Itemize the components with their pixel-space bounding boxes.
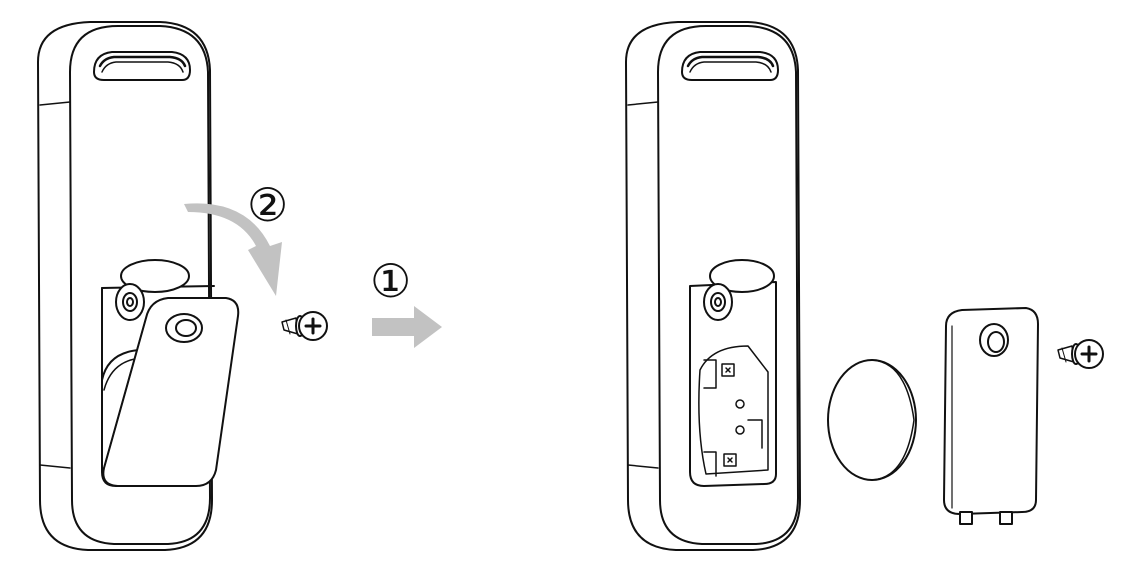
battery-holder — [698, 345, 769, 477]
speaker-grille — [93, 51, 191, 81]
step-2-label: ② — [247, 178, 289, 232]
lock-keypad-before — [37, 21, 240, 551]
speaker-grille — [681, 51, 779, 81]
rotate-arrow — [184, 203, 282, 296]
battery-cover-removed — [943, 307, 1039, 525]
next-step-arrow — [372, 306, 442, 348]
phillips-screw-icon — [1057, 339, 1104, 369]
battery-cover-open — [102, 297, 240, 487]
step-1-label: ① — [370, 254, 412, 308]
thumb-turn-knob — [115, 259, 190, 321]
thumb-turn-knob — [703, 259, 775, 321]
coin-battery-icon — [827, 359, 917, 481]
phillips-screw-icon — [281, 311, 328, 341]
lock-keypad-after — [625, 21, 801, 551]
